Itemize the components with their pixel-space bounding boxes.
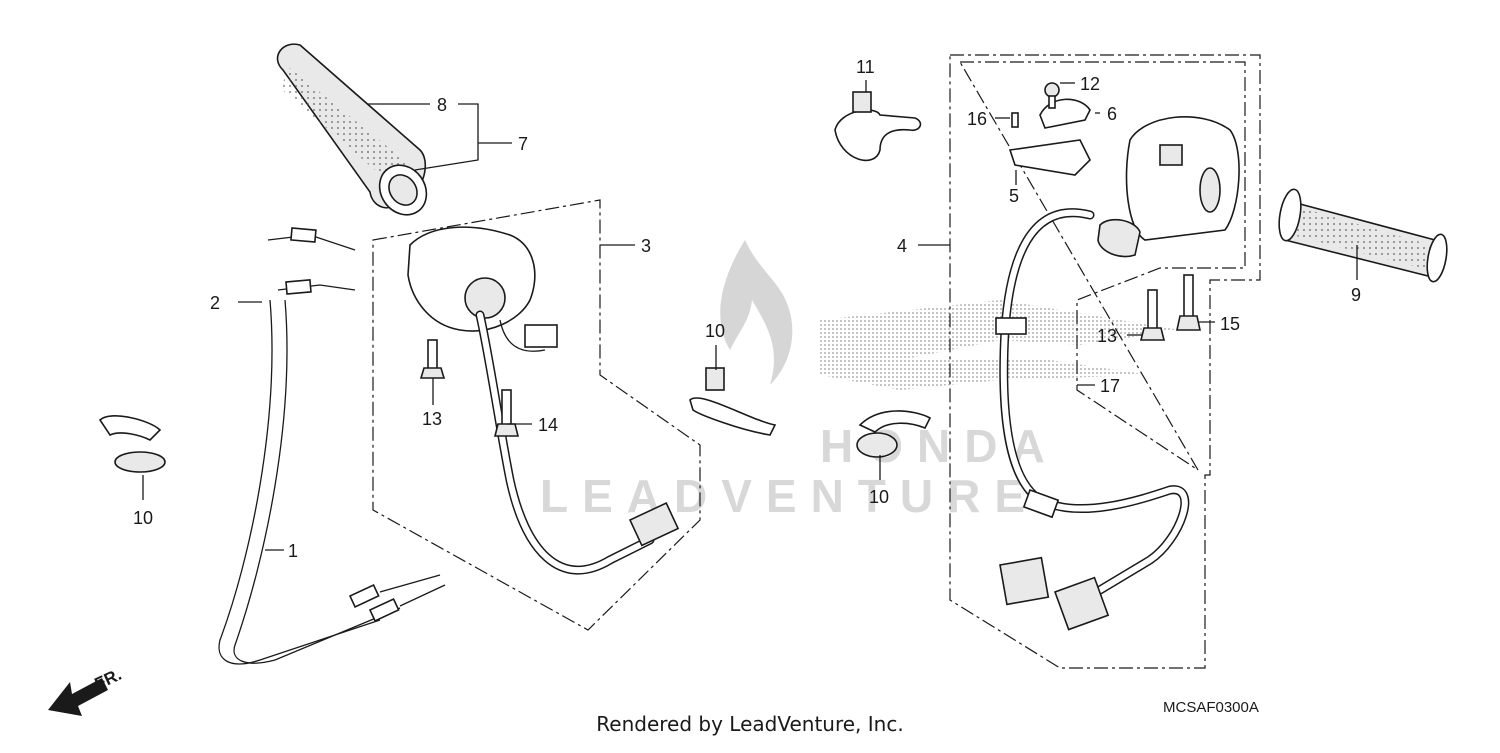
callout-15: 15 (1220, 314, 1240, 334)
switch-bracket-5-part (1008, 139, 1091, 176)
callout-12: 12 (1080, 74, 1100, 94)
cable-band-10-mid-part (689, 367, 777, 436)
watermark: HONDA LEADVENTURE (540, 240, 1180, 522)
right-handlebar-switch-part (1097, 116, 1240, 258)
wire-harness-17-part (995, 208, 1190, 631)
callout-9: 9 (1351, 285, 1361, 305)
right-grip-part (1278, 188, 1448, 283)
callout-13-right: 13 (1097, 326, 1117, 346)
left-handlebar-switch-part (407, 226, 680, 575)
callout-13-left: 13 (422, 409, 442, 429)
callouts: 1 2 3 4 5 6 7 8 9 10 10 10 11 12 13 13 1… (133, 57, 1361, 561)
right-switch-group-outline (949, 54, 1261, 669)
bolt-15-part (1176, 274, 1201, 331)
callout-10-mid: 10 (705, 321, 725, 341)
watermark-flame-icon (720, 240, 793, 385)
callout-17: 17 (1100, 376, 1120, 396)
callout-5: 5 (1009, 186, 1019, 206)
throttle-cables-part (218, 227, 446, 665)
callout-7: 7 (518, 134, 528, 154)
callout-2: 2 (210, 293, 220, 313)
screw-12-part (1044, 82, 1060, 109)
bolt-13-right-part (1139, 289, 1166, 341)
callout-6: 6 (1107, 104, 1117, 124)
front-arrow: FR. (48, 665, 125, 716)
screw-16-part (1011, 112, 1019, 128)
bolt-13-left-part (419, 339, 446, 379)
callout-1: 1 (288, 541, 298, 561)
left-switch-group-outline (372, 199, 701, 631)
clamp-6-part (1039, 98, 1091, 129)
callout-4: 4 (897, 236, 907, 256)
leader-lines (142, 80, 1358, 551)
callout-3: 3 (641, 236, 651, 256)
callout-10-right: 10 (869, 487, 889, 507)
callout-10-left: 10 (133, 508, 153, 528)
front-arrow-icon (48, 678, 108, 716)
callout-16: 16 (967, 109, 987, 129)
footer-credit: Rendered by LeadVenture, Inc. (596, 712, 904, 736)
watermark-text: LEADVENTURE (540, 470, 1039, 522)
cable-band-11-part (834, 91, 922, 162)
left-grip-part (276, 43, 428, 216)
callout-11: 11 (856, 57, 875, 77)
watermark-brand: HONDA (820, 420, 1059, 472)
cable-band-10-left-part (98, 415, 166, 473)
diagram-code: MCSAF0300A (1163, 699, 1259, 716)
watermark-wing-icon (820, 300, 1180, 390)
callout-8: 8 (437, 95, 447, 115)
cable-band-10-right-part (856, 410, 932, 458)
wire-harness-17-outline (958, 61, 1246, 471)
callout-14: 14 (538, 415, 558, 435)
